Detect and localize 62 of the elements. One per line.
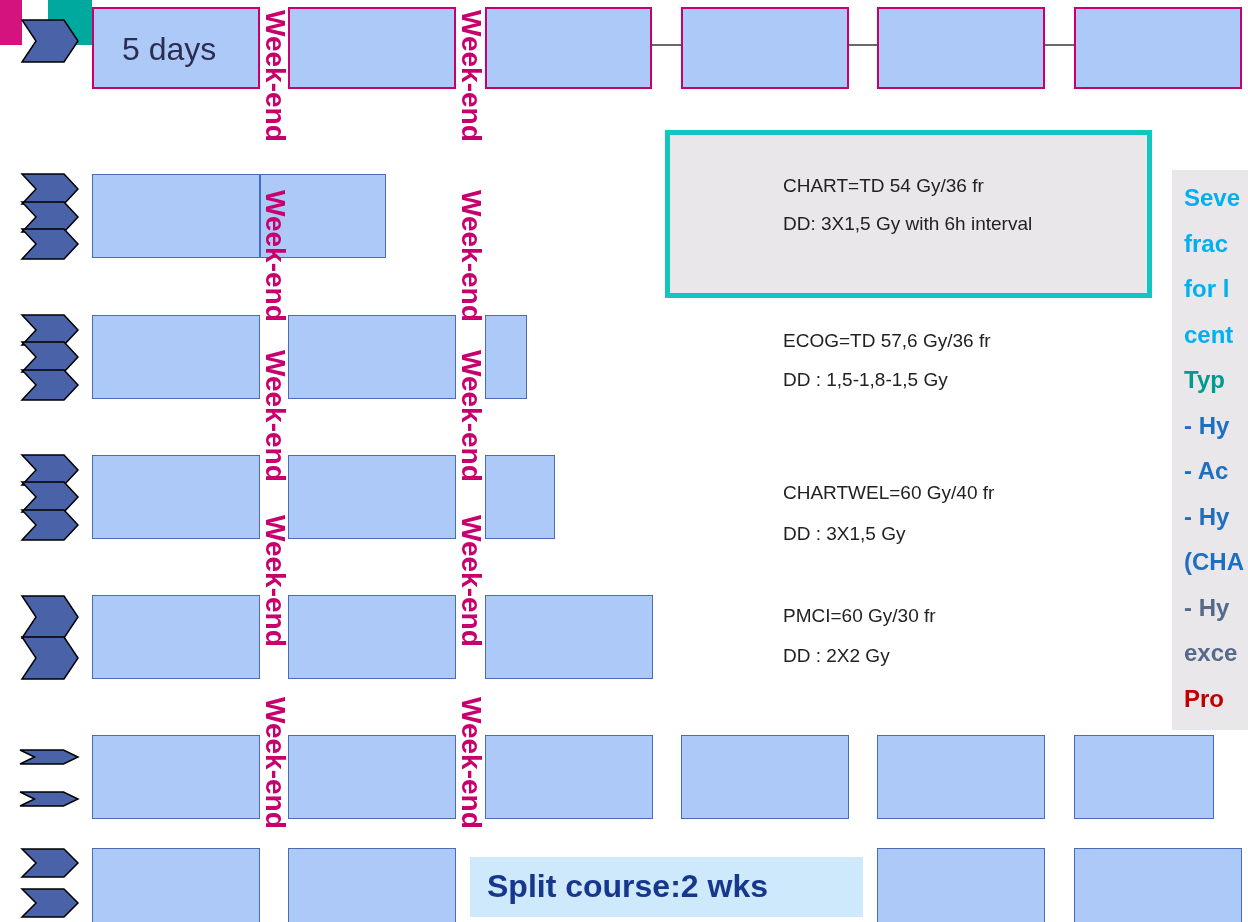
day-block — [92, 595, 260, 679]
connector-line — [848, 44, 878, 46]
day-block — [92, 174, 260, 258]
day-block — [1074, 735, 1214, 819]
day-block — [877, 735, 1045, 819]
dose-text: CHARTWEL=60 Gy/40 fr — [783, 482, 995, 504]
info-box — [665, 130, 1152, 298]
note-text: Split course:2 wks — [487, 868, 768, 905]
day-block — [681, 735, 849, 819]
note-text: Seve — [1184, 184, 1241, 212]
dose-text: CHART=TD 54 Gy/36 fr — [783, 175, 984, 197]
note-panel — [1172, 170, 1248, 730]
day-block — [92, 735, 260, 819]
day-block — [485, 455, 555, 539]
day-block — [288, 315, 456, 399]
note-text: frac — [1184, 229, 1229, 258]
note-text: Pro — [1184, 684, 1224, 713]
note-text: exce — [1184, 639, 1238, 667]
weekend-label: Week-end — [262, 190, 288, 322]
duration-text: 5 days — [122, 31, 217, 68]
day-block — [877, 7, 1045, 89]
day-block — [288, 455, 456, 539]
dose-text: DD : 3X1,5 Gy — [783, 523, 906, 545]
day-block — [1074, 7, 1242, 89]
day-block — [485, 595, 653, 679]
note-text: for l — [1184, 275, 1230, 303]
note-text: - Ac — [1184, 457, 1229, 485]
dose-text: DD: 3X1,5 Gy with 6h interval — [783, 213, 1033, 235]
weekend-label: Week-end — [458, 190, 484, 322]
weekend-label: Week-end — [458, 350, 484, 482]
dose-text: ECOG=TD 57,6 Gy/36 fr — [783, 330, 991, 352]
day-block — [92, 455, 260, 539]
weekend-label: Week-end — [262, 515, 288, 647]
day-block — [877, 848, 1045, 922]
weekend-label: Week-end — [458, 515, 484, 647]
day-block — [485, 7, 652, 89]
day-block — [288, 735, 456, 819]
note-text: - Hy — [1184, 502, 1230, 531]
connector-line — [1044, 44, 1075, 46]
note-text: cent — [1184, 320, 1234, 349]
day-block — [1074, 848, 1242, 922]
note-text: Typ — [1184, 366, 1225, 394]
dose-text: DD : 2X2 Gy — [783, 645, 890, 667]
note-text: (CHA — [1184, 548, 1244, 576]
note-text: - Hy — [1184, 411, 1230, 440]
day-block — [485, 735, 653, 819]
note-box — [470, 857, 863, 917]
weekend-label: Week-end — [458, 697, 484, 829]
note-text: - Hy — [1184, 593, 1230, 622]
day-block — [485, 315, 527, 399]
day-block — [681, 7, 849, 89]
day-block — [288, 595, 456, 679]
dose-text: DD : 1,5-1,8-1,5 Gy — [783, 369, 948, 391]
weekend-label: Week-end — [262, 697, 288, 829]
day-block — [92, 848, 260, 922]
day-block — [288, 7, 456, 89]
weekend-label: Week-end — [262, 350, 288, 482]
connector-line — [651, 44, 682, 46]
day-block — [92, 7, 260, 89]
day-block — [92, 315, 260, 399]
dose-text: PMCI=60 Gy/30 fr — [783, 605, 936, 627]
day-block — [288, 848, 456, 922]
